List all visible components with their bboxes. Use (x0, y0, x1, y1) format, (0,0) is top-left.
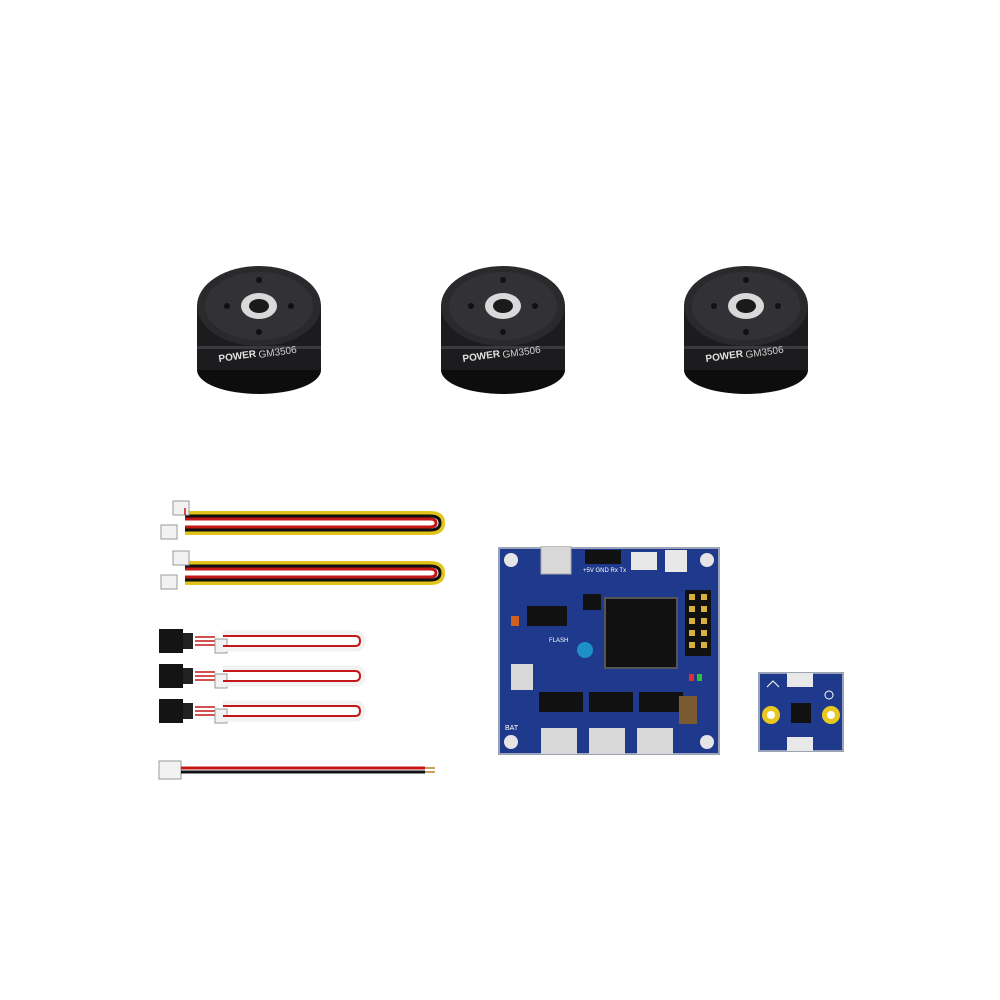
motor-brand-label: POWER (218, 349, 258, 365)
flash-label: FLASH (549, 638, 568, 644)
imu-sensor-board (758, 672, 844, 752)
motor-model-label: GM3506 (258, 345, 298, 361)
servo-cable (159, 629, 366, 654)
brushless-gimbal-motor: POWER GM3506 (197, 266, 321, 394)
servo-cable (159, 699, 366, 724)
motor-model-label: GM3506 (502, 345, 542, 361)
board-header-label: +5V GND Rx Tx (583, 568, 626, 574)
gimbal-controller-board: +5V GND Rx Tx FLASH BAT (498, 546, 720, 755)
motor-brand-label: POWER (462, 349, 502, 365)
servo-cable (159, 664, 366, 689)
power-cable (158, 760, 435, 780)
brushless-gimbal-motor: POWER GM3506 (684, 266, 808, 394)
bat-label: BAT (505, 725, 519, 732)
brushless-gimbal-motor: POWER GM3506 (441, 266, 565, 394)
motor-model-label: GM3506 (745, 345, 785, 361)
motor-brand-label: POWER (705, 349, 745, 365)
motor-extension-cable (160, 500, 446, 540)
motor-extension-cable (160, 550, 446, 590)
